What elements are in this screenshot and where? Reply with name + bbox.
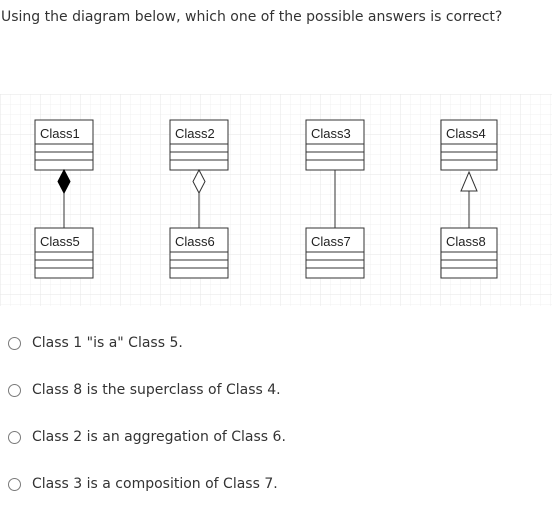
radio-button[interactable] — [8, 383, 21, 397]
question-text: Using the diagram below, which one of th… — [1, 9, 503, 25]
uml-class-box-class8: Class8 — [440, 227, 498, 279]
answer-option-label: Class 1 "is a" Class 5. — [32, 335, 183, 351]
class-name: Class4 — [446, 126, 486, 141]
composition-connector — [57, 168, 71, 228]
uml-class-box-class1: Class1 — [34, 119, 94, 171]
answer-option-label: Class 3 is a composition of Class 7. — [32, 476, 278, 492]
answer-option-2[interactable]: Class 8 is the superclass of Class 4. — [8, 382, 281, 398]
filled-diamond-icon — [57, 168, 71, 195]
uml-class-box-class2: Class2 — [169, 119, 229, 171]
hollow-triangle-arrow-icon — [460, 170, 478, 192]
uml-class-box-class6: Class6 — [169, 227, 229, 279]
radio-button[interactable] — [8, 430, 21, 444]
hollow-diamond-icon — [192, 168, 206, 195]
class-name: Class2 — [175, 126, 215, 141]
uml-class-box-class3: Class3 — [305, 119, 365, 171]
generalization-connector — [460, 170, 478, 228]
uml-class-box-class5: Class5 — [34, 227, 94, 279]
radio-button[interactable] — [8, 336, 21, 350]
class-name: Class1 — [40, 126, 80, 141]
answer-option-1[interactable]: Class 1 "is a" Class 5. — [8, 335, 183, 351]
class-name: Class6 — [175, 234, 215, 249]
answer-option-label: Class 2 is an aggregation of Class 6. — [32, 429, 286, 445]
class-name: Class7 — [311, 234, 351, 249]
class-name: Class3 — [311, 126, 351, 141]
radio-button[interactable] — [8, 477, 21, 491]
uml-class-diagram: Class1 Class2 Class3 Class4 Class5 — [0, 94, 552, 306]
uml-class-box-class4: Class4 — [440, 119, 498, 171]
answer-option-3[interactable]: Class 2 is an aggregation of Class 6. — [8, 429, 286, 445]
answer-option-4[interactable]: Class 3 is a composition of Class 7. — [8, 476, 278, 492]
aggregation-connector — [192, 168, 206, 228]
class-name: Class8 — [446, 234, 486, 249]
class-name: Class5 — [40, 234, 80, 249]
uml-class-box-class7: Class7 — [305, 227, 365, 279]
answer-option-label: Class 8 is the superclass of Class 4. — [32, 382, 281, 398]
